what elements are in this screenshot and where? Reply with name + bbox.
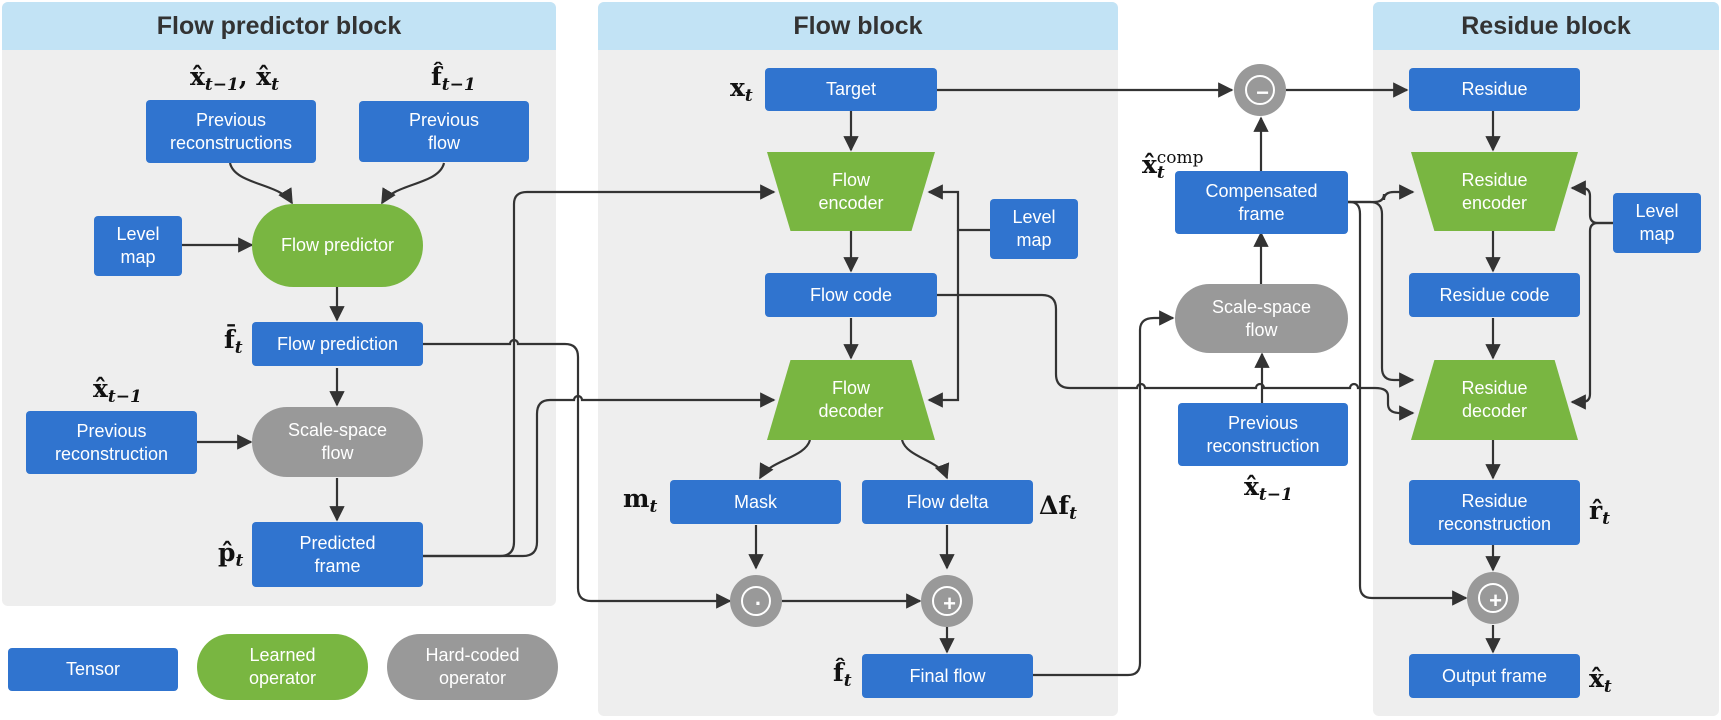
math-predicted-frame: p̂t bbox=[218, 538, 244, 571]
level-map-tensor-flow: Level map bbox=[990, 199, 1078, 259]
legend-hard-coded-operator: Hard-coded operator bbox=[387, 634, 558, 700]
add-residue-operator: + bbox=[1467, 572, 1519, 624]
flow-code-tensor: Flow code bbox=[765, 273, 937, 317]
flow-predictor-operator: Flow predictor bbox=[252, 204, 423, 287]
level-map-tensor: Level map bbox=[94, 216, 182, 276]
final-flow-tensor: Final flow bbox=[862, 654, 1033, 698]
scale-space-flow-operator: Scale-space flow bbox=[252, 407, 423, 477]
math-final-flow: f̂t bbox=[833, 658, 852, 691]
wire-flowcode-to-residuedecoder bbox=[937, 293, 1415, 421]
previous-reconstruction-tensor: Previous reconstruction bbox=[26, 411, 197, 474]
residue-decoder-operator: Residue decoder bbox=[1411, 360, 1578, 440]
math-flow-delta: Δft bbox=[1039, 491, 1078, 524]
multiply-operator: · bbox=[730, 575, 782, 627]
output-frame-tensor: Output frame bbox=[1409, 654, 1580, 698]
wire-levelmap2-to-decoder bbox=[927, 230, 960, 408]
math-output: x̂t bbox=[1589, 664, 1612, 697]
flow-encoder-operator: Flow encoder bbox=[767, 152, 935, 231]
add-residue-symbol: + bbox=[1489, 587, 1502, 613]
wire-compensated-to-addresidue bbox=[1348, 200, 1468, 606]
wire-predframe-to-decoder bbox=[423, 392, 776, 558]
flow-block-title: Flow block bbox=[598, 2, 1118, 50]
flow-predictor-block-title: Flow predictor block bbox=[2, 2, 556, 50]
math-compensated: x̂tcomp bbox=[1142, 148, 1204, 183]
math-flow-prediction: f̄t bbox=[224, 325, 243, 358]
subtract-operator: − bbox=[1234, 64, 1286, 116]
legend-tensor: Tensor bbox=[8, 648, 178, 691]
add-flow-symbol: + bbox=[943, 590, 956, 616]
residue-reconstruction-tensor: Residue reconstruction bbox=[1409, 480, 1580, 545]
math-prev-recons: x̂t−1, x̂t bbox=[190, 62, 280, 95]
residue-encoder-operator: Residue encoder bbox=[1411, 152, 1578, 231]
compensated-frame-tensor: Compensated frame bbox=[1175, 171, 1348, 234]
wire-flowpred-to-mult bbox=[423, 338, 732, 609]
scale-space-flow-operator-2: Scale-space flow bbox=[1175, 284, 1348, 353]
wire-prevflow-to-predictor bbox=[381, 162, 446, 205]
math-residue-recon: r̂t bbox=[1589, 496, 1611, 529]
target-tensor: Target bbox=[765, 68, 937, 111]
residue-block-title: Residue block bbox=[1373, 2, 1719, 50]
wire-prevrecons-to-predictor bbox=[228, 162, 293, 205]
wire-levelmap2-to-encoder bbox=[927, 184, 990, 232]
wire-compensated-to-residuedecoder bbox=[1348, 200, 1415, 388]
math-prev-recon-1: x̂t−1 bbox=[93, 374, 142, 407]
previous-flow-tensor: Previous flow bbox=[359, 101, 529, 162]
predicted-frame-tensor: Predicted frame bbox=[252, 522, 423, 587]
wire-levelmap3-to-decoder bbox=[1570, 221, 1613, 410]
previous-reconstructions-tensor: Previous reconstructions bbox=[146, 100, 316, 163]
math-prev-flow: f̂t−1 bbox=[431, 62, 476, 95]
add-flow-operator: + bbox=[921, 575, 973, 627]
flow-prediction-tensor: Flow prediction bbox=[252, 322, 423, 366]
subtract-symbol: − bbox=[1256, 79, 1269, 105]
wire-finalflow-to-scalespace2 bbox=[1033, 310, 1175, 677]
previous-reconstruction-tensor-2: Previous reconstruction bbox=[1178, 403, 1348, 466]
wire-decoder-to-flowdelta bbox=[900, 439, 950, 480]
level-map-tensor-residue: Level map bbox=[1613, 193, 1701, 253]
wire-levelmap3-to-encoder bbox=[1570, 180, 1613, 225]
math-mask: mt bbox=[623, 484, 658, 517]
math-target: xt bbox=[730, 73, 753, 106]
math-prev-recon-2: x̂t−1 bbox=[1244, 472, 1293, 505]
flow-delta-tensor: Flow delta bbox=[862, 480, 1033, 524]
flow-decoder-operator: Flow decoder bbox=[767, 360, 935, 440]
legend-learned-operator: Learned operator bbox=[197, 634, 368, 700]
multiply-symbol: · bbox=[754, 590, 763, 616]
residue-code-tensor: Residue code bbox=[1409, 273, 1580, 317]
wire-compensated-to-residueencoder bbox=[1348, 184, 1415, 204]
mask-tensor: Mask bbox=[670, 480, 841, 524]
flow-block: Flow block bbox=[598, 2, 1118, 716]
wire-decoder-to-mask bbox=[759, 439, 812, 480]
residue-tensor: Residue bbox=[1409, 68, 1580, 111]
